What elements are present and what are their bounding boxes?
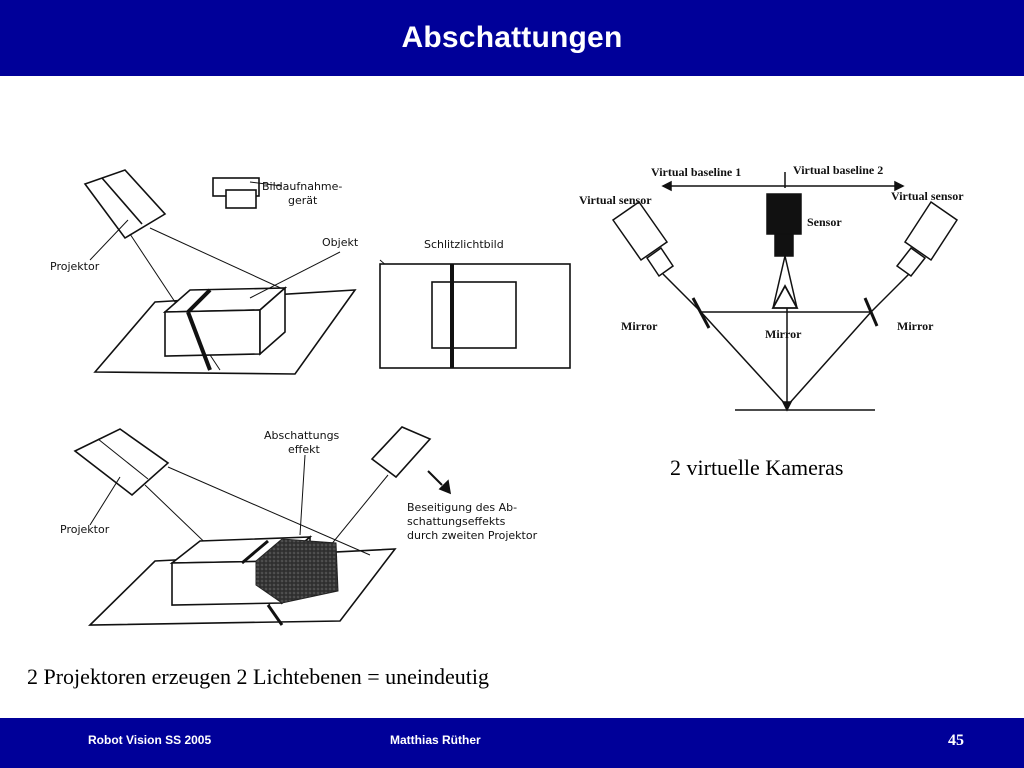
label-projector: Projektor [50, 260, 100, 273]
label-virtual-sensor-right: Virtual sensor [891, 189, 964, 203]
slit-image-drawing [379, 263, 571, 369]
sensor-drawing [766, 193, 802, 257]
slide-footer: Robot Vision SS 2005 Matthias Rüther 45 [0, 718, 1024, 768]
label-sensor: Sensor [807, 215, 842, 229]
label-projector: Projektor [60, 523, 110, 536]
virtual-sensor-left-drawing [611, 200, 675, 278]
label-effect-line1: Abschattungs [264, 429, 340, 442]
slide-title: Abschattungen [401, 21, 623, 54]
label-slit-image: Schlitzlichtbild [424, 238, 504, 251]
label-camera-line2: gerät [288, 194, 318, 207]
label-mirror-left: Mirror [621, 319, 658, 333]
label-effect-line2: effekt [288, 443, 320, 456]
caption-two-projectors: 2 Projektoren erzeugen 2 Lichtebenen = u… [27, 664, 490, 689]
figure-virtual-cameras: Virtual baseline 1 Virtual baseline 2 Vi… [575, 148, 1000, 420]
label-baseline-2: Virtual baseline 2 [793, 163, 883, 177]
footer-author: Matthias Rüther [390, 733, 481, 747]
slide-header: Abschattungen [0, 0, 1024, 76]
label-removal-line1: Beseitigung des Ab- [407, 501, 517, 514]
footer-course: Robot Vision SS 2005 [88, 733, 212, 747]
projector-right-drawing [370, 426, 432, 479]
label-baseline-1: Virtual baseline 1 [651, 165, 741, 179]
label-mirror-center: Mirror [765, 327, 802, 341]
virtual-sensor-right-drawing [895, 200, 959, 278]
caption-virtual-cameras: 2 virtuelle Kameras [670, 455, 844, 480]
projector-left-drawing [73, 428, 170, 497]
projector-drawing [83, 169, 167, 240]
object-box [162, 286, 288, 371]
page-number: 45 [948, 732, 964, 749]
label-camera-line1: Bildaufnahme- [262, 180, 342, 193]
label-object: Objekt [322, 236, 359, 249]
figure-slit-light-setup: Projektor Bildaufnahme- gerät Objekt Sch… [20, 142, 580, 386]
label-removal-line3: durch zweiten Projektor [407, 529, 538, 542]
label-mirror-right: Mirror [897, 319, 934, 333]
figure-shadowing-effect: Abschattungs effekt Projektor Beseitigun… [20, 415, 592, 643]
label-removal-line2: schattungseffekts [407, 515, 506, 528]
label-virtual-sensor-left: Virtual sensor [579, 193, 652, 207]
camera-drawing [212, 177, 283, 209]
